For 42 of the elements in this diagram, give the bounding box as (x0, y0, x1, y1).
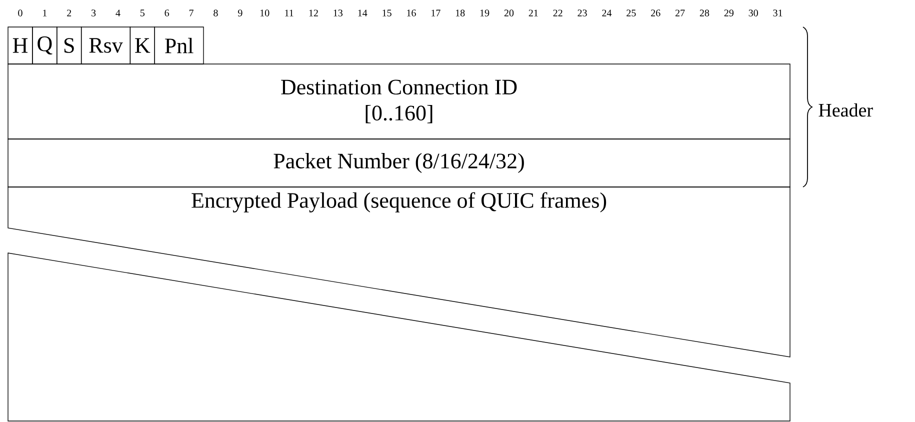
bit-number: 11 (285, 10, 294, 16)
bit-number: 13 (334, 10, 343, 16)
bit-number: 0 (18, 10, 22, 16)
payload-box: Encrypted Payload (sequence of QUIC frames) (8, 186, 790, 358)
field-box: Q (32, 26, 58, 64)
bit-number: 30 (748, 10, 758, 16)
bit-number: 4 (116, 10, 120, 16)
bit-number: 1 (43, 10, 47, 16)
field-box: Rsv (80, 26, 131, 64)
field-box: K (130, 26, 155, 64)
bit-number: 17 (432, 10, 440, 16)
field-box: S (56, 26, 82, 64)
field-row: Packet Number (8/16/24/32) (8, 138, 790, 188)
bit-number: 12 (309, 10, 318, 16)
bit-number: 9 (238, 10, 242, 16)
bit-number: 10 (260, 10, 270, 16)
bit-number: 19 (480, 10, 490, 16)
field-box: H (8, 26, 33, 64)
bit-number: 22 (553, 10, 562, 16)
bit-number: 7 (189, 10, 194, 16)
bit-number: 14 (358, 10, 368, 16)
field-row: Destination Connection ID [0..160] (8, 64, 790, 140)
bit-number: 8 (214, 10, 218, 16)
bit-number: 5 (140, 10, 145, 16)
bit-number: 18 (456, 10, 465, 16)
bit-number: 15 (382, 10, 392, 16)
bit-number: 25 (626, 10, 636, 16)
field-box: Pnl (154, 26, 204, 64)
bit-number: 23 (578, 10, 587, 16)
bit-number: 28 (700, 10, 710, 16)
bit-number: 26 (651, 10, 660, 16)
bit-number: 16 (407, 10, 416, 16)
header-label: Header (818, 103, 873, 117)
bit-number: 24 (602, 10, 612, 16)
bit-number: 21 (528, 10, 538, 16)
bit-number: 29 (724, 10, 734, 16)
bit-number: 3 (92, 10, 96, 16)
bit-number: 20 (504, 10, 514, 16)
bit-number: 31 (773, 10, 782, 16)
bit-number: 6 (164, 10, 170, 16)
bit-number: 2 (67, 10, 72, 16)
bit-number: 27 (675, 10, 685, 16)
